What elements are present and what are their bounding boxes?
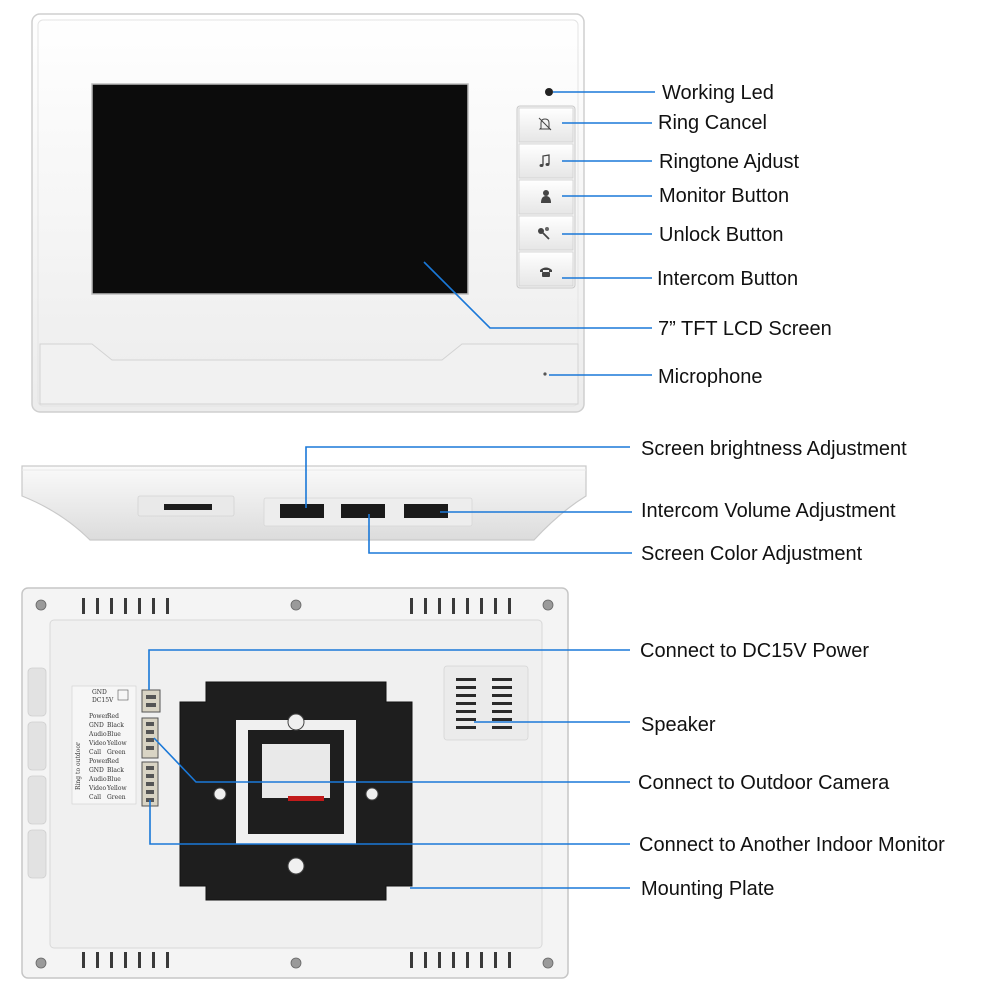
- label-outdoor-camera: Connect to Outdoor Camera: [638, 772, 890, 794]
- dc15v-power-connector: [141, 689, 161, 713]
- terminal-row-name: Audio: [88, 731, 107, 738]
- left-edge-bumps: [27, 667, 47, 879]
- terminal-row-name: Call: [89, 749, 101, 756]
- terminal-row-wire: Blue: [107, 731, 121, 738]
- label-ring-cancel: Ring Cancel: [658, 112, 767, 134]
- terminal-row-wire: Red: [107, 758, 119, 765]
- connectors: [141, 689, 161, 807]
- terminal-row-name: Audio: [88, 776, 107, 783]
- terminal-row-wire: Green: [107, 794, 126, 801]
- color-knob[interactable]: [341, 504, 385, 518]
- mounting-plate: [179, 681, 413, 901]
- label-brightness: Screen brightness Adjustment: [641, 438, 907, 460]
- label-monitor-button: Monitor Button: [659, 185, 789, 207]
- terminal-row-name: Power: [89, 713, 108, 720]
- terminal-row-name: Video: [88, 740, 107, 747]
- label-microphone: Microphone: [658, 366, 763, 388]
- label-indoor-monitor: Connect to Another Indoor Monitor: [639, 834, 945, 856]
- terminal-row-wire: Yellow: [106, 740, 127, 747]
- terminal-row-name: Video: [88, 785, 107, 792]
- telephone-icon: [540, 267, 552, 277]
- vent-slots: [82, 598, 511, 968]
- label-power: Connect to DC15V Power: [640, 640, 869, 662]
- label-unlock-button: Unlock Button: [659, 224, 784, 246]
- working-led: [545, 88, 553, 96]
- lcd-screen: [91, 83, 469, 295]
- ring-to-outdoor-text: Ring to outdoor: [75, 742, 82, 790]
- brightness-knob[interactable]: [280, 504, 324, 518]
- terminal-row-name: GND: [89, 722, 104, 729]
- back-leader-lines: [148, 649, 630, 889]
- front-view: [31, 13, 585, 413]
- volume-knob[interactable]: [404, 504, 448, 518]
- terminal-row-wire: Red: [107, 713, 119, 720]
- front-housing-inner: [37, 19, 579, 407]
- terminal-row-name: GND: [89, 767, 104, 774]
- person-icon: [541, 190, 551, 203]
- label-lcd-screen: 7” TFT LCD Screen: [658, 318, 832, 340]
- label-mounting-plate: Mounting Plate: [641, 878, 774, 900]
- terminal-row-wire: Blue: [107, 776, 121, 783]
- power-connector: [117, 689, 129, 701]
- key-icon: [538, 227, 550, 240]
- front-bottom-panel: [39, 343, 579, 405]
- label-speaker: Speaker: [641, 714, 716, 736]
- terminal-dc15v: DC15V: [92, 697, 114, 704]
- terminal-row-name: Power: [89, 758, 108, 765]
- unlock-button[interactable]: [518, 215, 574, 251]
- label-intercom-button: Intercom Button: [657, 268, 798, 290]
- microphone-hole: [543, 372, 547, 376]
- terminal-row-name: Call: [89, 794, 101, 801]
- front-leader-lines: [423, 91, 655, 376]
- music-note-icon: [539, 154, 550, 167]
- speaker-grille: [443, 665, 529, 741]
- side-view: [21, 465, 587, 541]
- label-working-led: Working Led: [662, 82, 774, 104]
- terminal-row-wire: Yellow: [106, 785, 127, 792]
- terminal-row-wire: Black: [107, 722, 124, 729]
- front-button-strip: [516, 105, 576, 289]
- label-volume: Intercom Volume Adjustment: [641, 500, 896, 522]
- side-leader-lines: [305, 446, 632, 554]
- terminal-gnd: GND: [92, 689, 107, 696]
- screw-icon: [35, 599, 554, 969]
- terminal-row-wire: Green: [107, 749, 126, 756]
- card-slot: [164, 504, 212, 510]
- label-color: Screen Color Adjustment: [641, 543, 863, 565]
- bell-off-icon: [538, 117, 552, 131]
- label-ringtone-adjust: Ringtone Ajdust: [659, 151, 800, 173]
- terminal-row-wire: Black: [107, 767, 124, 774]
